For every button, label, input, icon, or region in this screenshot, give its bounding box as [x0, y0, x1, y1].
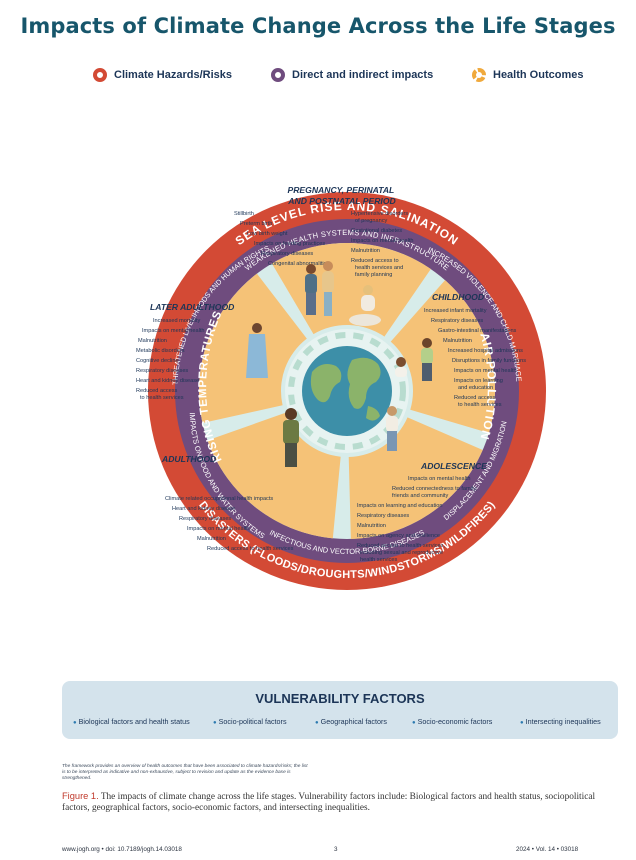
legend-outcomes: Health Outcomes: [472, 68, 583, 82]
legend-hazards: Climate Hazards/Risks: [93, 68, 232, 82]
figure-caption-text: The impacts of climate change across the…: [62, 792, 596, 814]
stage-adolescence-title: ADOLESCENCE: [420, 461, 487, 471]
child-figure: [395, 338, 433, 381]
vulnerability-item: Geographical factors: [315, 717, 387, 726]
stage-adulthood-title: ADULTHOOD: [161, 454, 216, 464]
legend: Climate Hazards/Risks Direct and indirec…: [0, 68, 636, 92]
stage-pregnancy-title: PREGNANCY, PERINATAL AND POSTNATAL PERIO…: [287, 185, 396, 206]
footer-doi: www.jogh.org • doi: 10.7189/jogh.14.0301…: [62, 846, 182, 853]
vulnerability-title: VULNERABILITY FACTORS: [255, 691, 425, 706]
stage-adulthood-list: Climate related occupational health impa…: [165, 496, 294, 552]
stage-pregnancy-right-list: Hypertensive disorders of pregnancy Gest…: [351, 211, 415, 278]
stage-adolescence-list: Impacts on mental health Reduced connect…: [357, 476, 479, 563]
life-stage-diagram: SEA LEVEL RISE AND SALINATION RISING TEM…: [136, 185, 546, 590]
vulnerability-factors-panel: VULNERABILITY FACTORS Biological factors…: [62, 681, 618, 739]
cycle-arrows: [288, 332, 406, 450]
continent-americas-shape: [310, 364, 342, 403]
sector-adulthood: [207, 413, 341, 539]
legend-impacts-label: Direct and indirect impacts: [292, 69, 434, 81]
stage-later-adulthood-list: Increased mortality Impacts on mental he…: [136, 318, 206, 401]
footer-volume: 2024 • Vol. 14 • 03018: [516, 846, 579, 853]
vulnerability-item: Intersecting inequalities: [520, 717, 601, 726]
stage-childhood-title: CHILDHOOD: [432, 292, 484, 302]
impact-ring-icon: [271, 68, 285, 82]
continent-oceania-shape: [366, 406, 380, 421]
legend-impacts: Direct and indirect impacts: [271, 68, 433, 82]
adolescent-figure: [386, 406, 398, 451]
page-title: Impacts of Climate Change Across the Lif…: [20, 14, 616, 38]
continent-africa-shape: [347, 357, 381, 409]
figure-caption: Figure 1. The impacts of climate change …: [62, 791, 622, 815]
framework-note: The framework provides an overview of he…: [62, 764, 308, 782]
figure-label: Figure 1.: [62, 791, 99, 801]
parent-with-baby-figure: [349, 285, 381, 326]
vulnerability-item: Socio-economic factors: [412, 717, 493, 726]
sector-childhood: [390, 280, 496, 434]
footer-page-number: 3: [334, 846, 338, 853]
stage-pregnancy-left-list: Stillbirth Preterm birth Low birth weigh…: [234, 211, 330, 267]
sector-adolescence: [348, 417, 483, 539]
pregnant-couple-figure: [305, 261, 334, 316]
legend-hazards-label: Climate Hazards/Risks: [114, 69, 232, 81]
legend-outcomes-label: Health Outcomes: [493, 69, 584, 81]
outcome-ring-icon: [472, 68, 486, 82]
older-adult-figure: [246, 323, 268, 378]
vulnerability-item: Biological factors and health status: [73, 717, 190, 726]
stage-later-adulthood-title: LATER ADULTHOOD: [150, 302, 234, 312]
stage-childhood-list: Increased infant mortality Respiratory d…: [424, 308, 528, 408]
adult-figure: [283, 408, 299, 467]
vulnerability-item: Socio-political factors: [213, 717, 287, 726]
hazard-ring-icon: [93, 68, 107, 82]
